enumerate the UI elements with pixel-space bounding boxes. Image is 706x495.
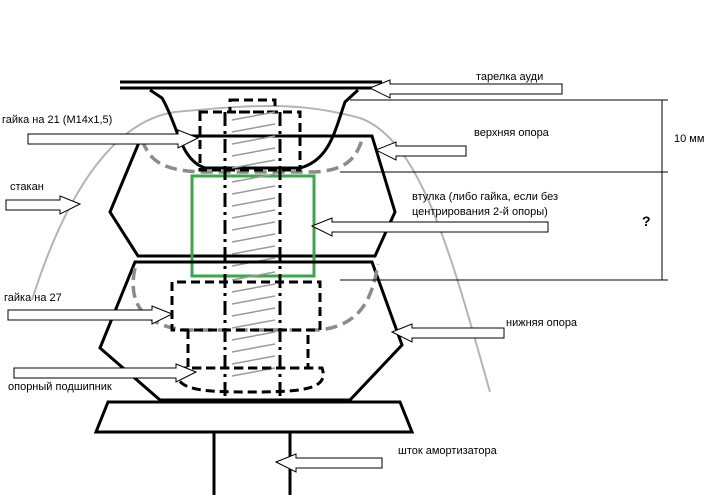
label-bushing-1: втулка (либо гайка, если без <box>412 191 558 203</box>
label-bearing: опорный подшипник <box>8 381 112 393</box>
arrow-plate <box>368 79 563 99</box>
label-plate: тарелка ауди <box>476 71 543 83</box>
lower-mount-outline <box>98 260 404 402</box>
label-cup: стакан <box>10 181 44 193</box>
arrow-bushing <box>310 217 549 237</box>
nut27-lower <box>186 330 310 370</box>
label-nut27: гайка на 27 <box>4 292 62 304</box>
label-lower-mount: нижняя опора <box>506 317 578 329</box>
arrow-cup <box>5 195 82 215</box>
label-question: ? <box>642 213 651 229</box>
arrow-bearing <box>13 363 198 383</box>
arrow-upper-mount <box>374 141 467 161</box>
arrows <box>5 79 563 473</box>
upper-mount-inner <box>140 139 364 174</box>
arrow-rod <box>274 453 383 473</box>
thread-hatch <box>231 111 276 377</box>
arrow-lower-mount <box>390 323 505 343</box>
lower-mount-inner <box>131 263 380 332</box>
arrow-nut21 <box>27 129 200 149</box>
label-nut21: гайка на 21 (М14х1,5) <box>2 114 112 126</box>
dimension-lines <box>340 99 668 281</box>
rod-dashdot <box>223 112 282 400</box>
arrow-nut27 <box>7 305 174 325</box>
label-rod: шток амортизатора <box>398 445 498 457</box>
label-upper-mount: верхняя опора <box>474 127 550 139</box>
label-bushing-2: центрирования 2-й опоры) <box>412 206 548 218</box>
upper-mount-outline <box>108 134 397 258</box>
bearing-outline <box>175 366 325 394</box>
base-plate <box>93 400 415 434</box>
top-plate-bowl <box>149 88 360 170</box>
label-dim-10: 10 мм <box>674 133 704 145</box>
